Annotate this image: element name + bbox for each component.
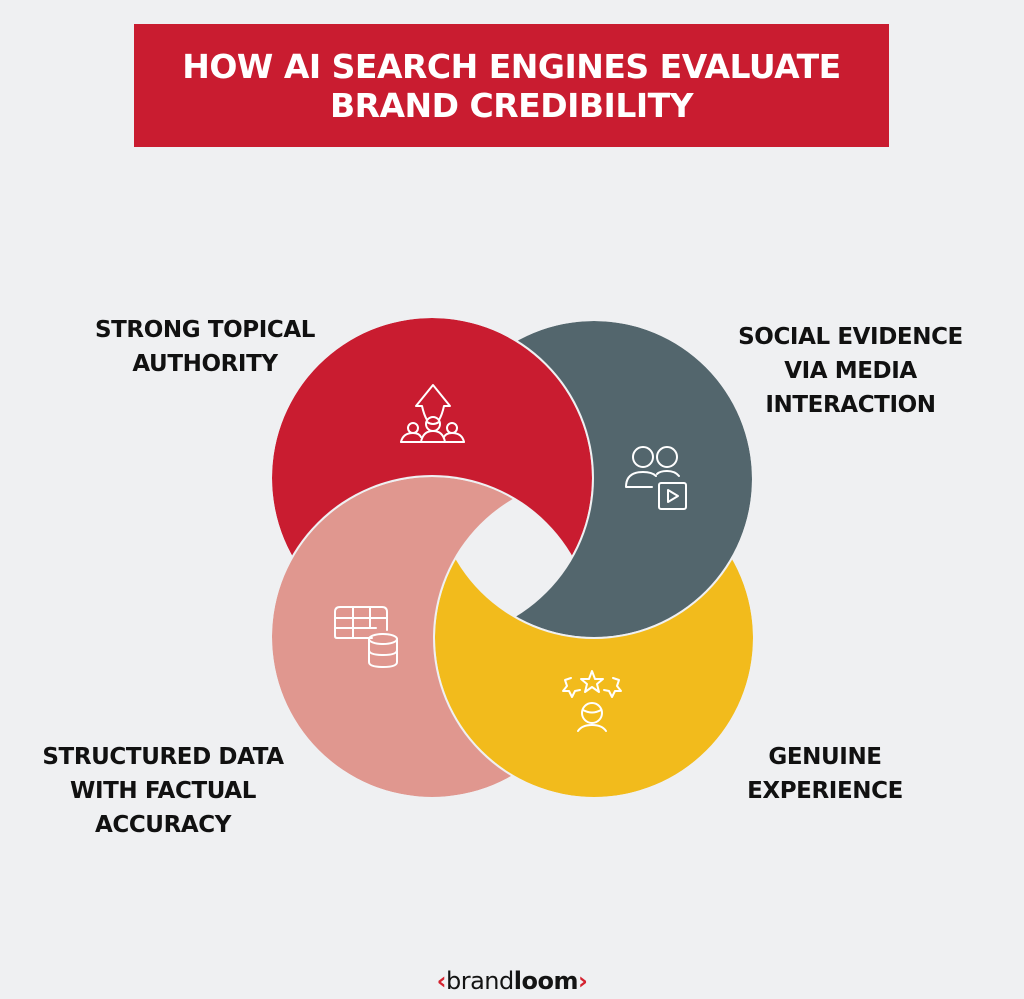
label-line: GENUINE	[768, 744, 882, 770]
logo-left-bracket-icon: ‹	[436, 967, 447, 995]
segment-structured-data	[272, 477, 592, 797]
label-line: VIA MEDIA	[784, 358, 917, 384]
logo-text-light: brand	[446, 967, 514, 995]
table-database-icon	[334, 606, 398, 668]
title-line-1: HOW AI SEARCH ENGINES EVALUATE	[182, 46, 841, 86]
label-line: EXPERIENCE	[747, 778, 903, 804]
label-line: STRUCTURED DATA	[42, 744, 284, 770]
label-genuine-experience: GENUINE EXPERIENCE	[730, 740, 920, 808]
brandloom-logo: ‹brandloom›	[0, 966, 1024, 996]
logo-text-bold: loom	[513, 967, 579, 995]
person-three-stars-icon	[562, 670, 622, 732]
arrow-up-group-icon	[400, 384, 465, 443]
title-banner: HOW AI SEARCH ENGINES EVALUATE BRAND CRE…	[134, 24, 889, 147]
label-line: AUTHORITY	[132, 351, 278, 377]
users-video-icon	[625, 446, 687, 510]
label-line: INTERACTION	[765, 392, 936, 418]
label-topical-authority: STRONG TOPICAL AUTHORITY	[70, 313, 340, 381]
label-structured-data: STRUCTURED DATA WITH FACTUAL ACCURACY	[18, 740, 308, 842]
label-line: STRONG TOPICAL	[94, 317, 316, 343]
label-social-evidence: SOCIAL EVIDENCE VIA MEDIA INTERACTION	[718, 320, 983, 422]
label-line: SOCIAL EVIDENCE	[738, 324, 963, 350]
title-line-2: BRAND CREDIBILITY	[329, 85, 694, 125]
label-line: WITH FACTUAL	[70, 778, 256, 804]
logo-right-bracket-icon: ›	[577, 967, 588, 995]
label-line: ACCURACY	[94, 812, 232, 838]
